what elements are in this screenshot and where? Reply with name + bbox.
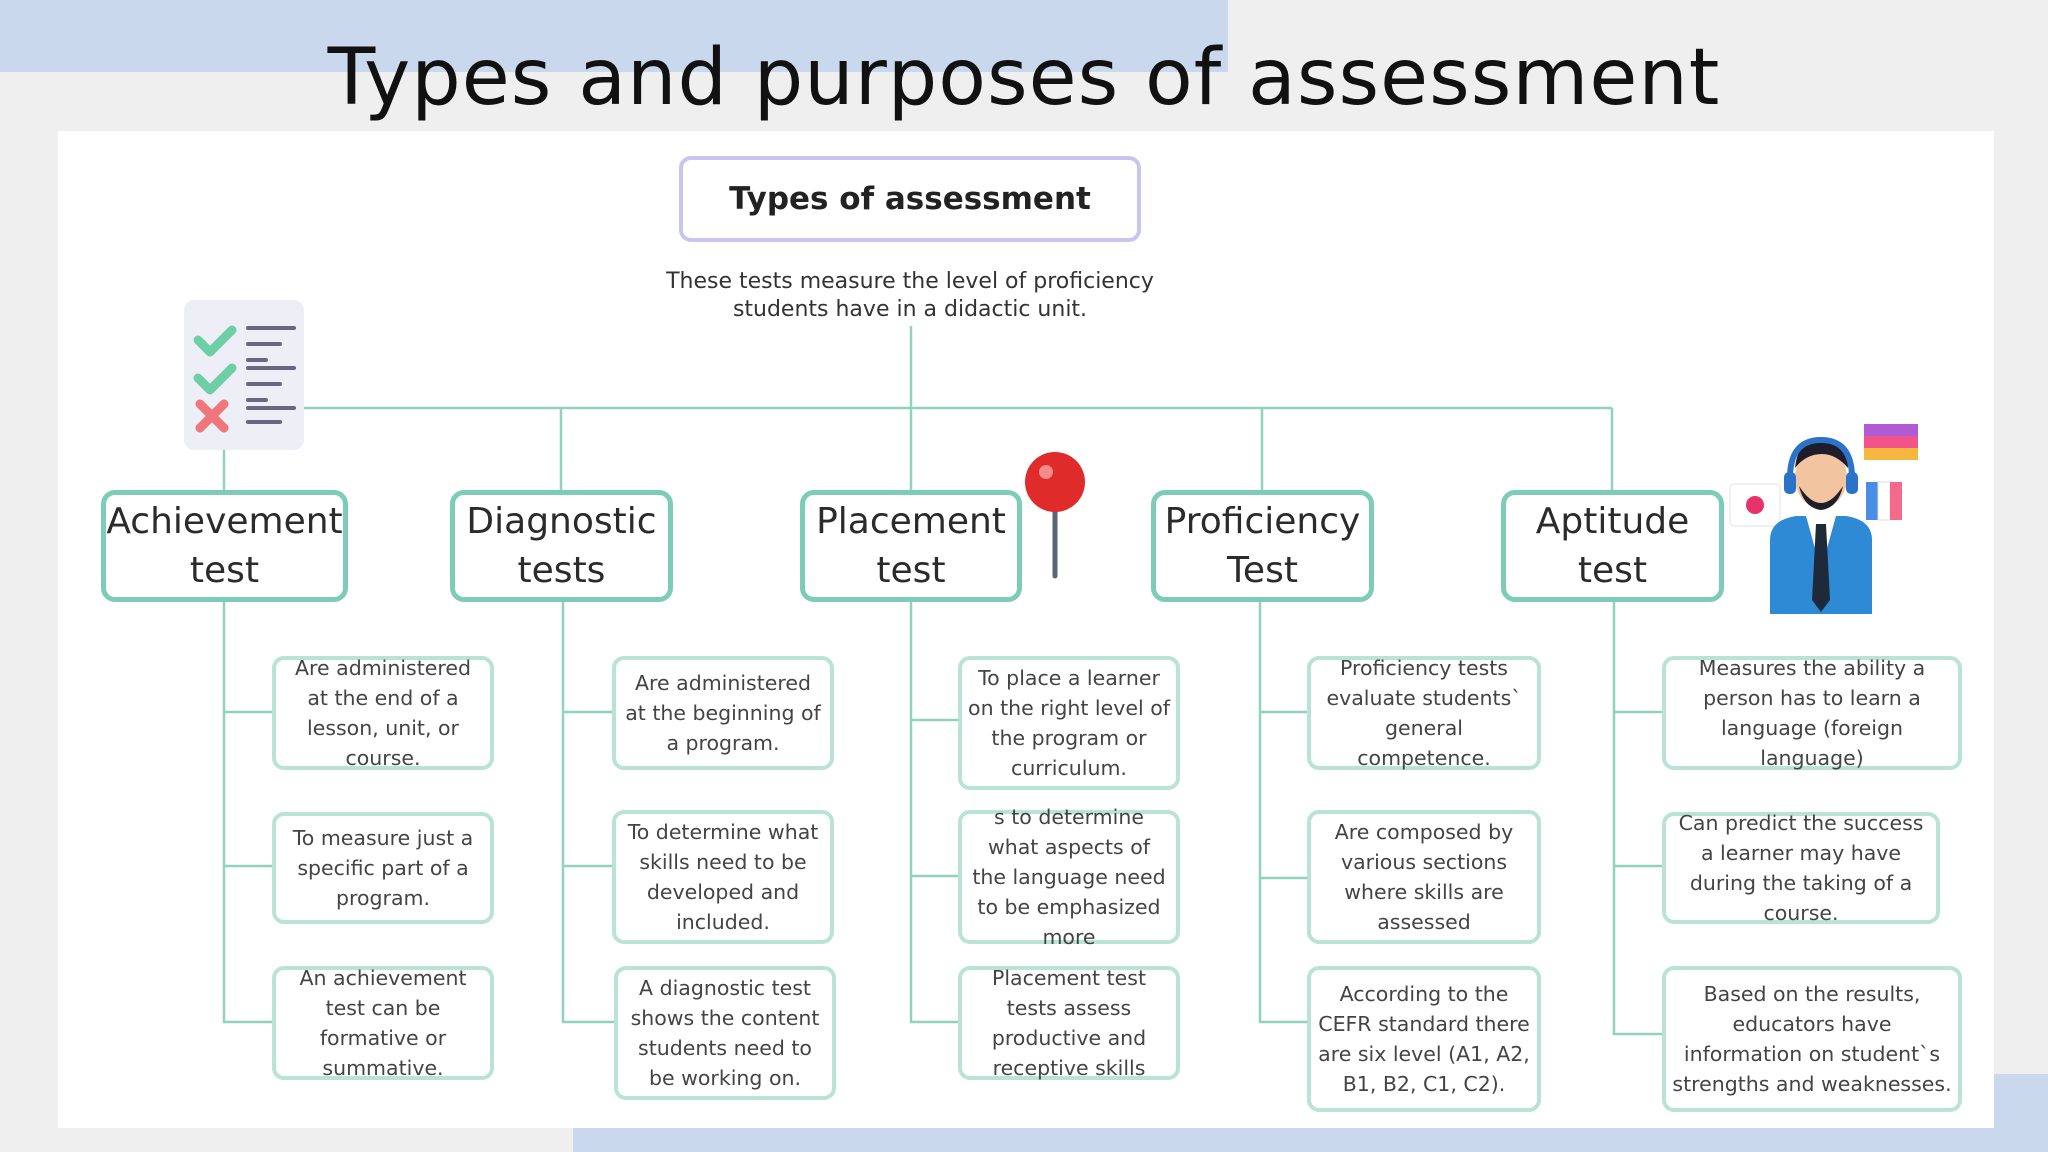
proficiency-item-2: Are composed by various sections where s…: [1307, 810, 1541, 944]
aptitude-item-1: Measures the ability a person has to lea…: [1662, 656, 1962, 770]
category-label-line-2: test: [1577, 550, 1648, 591]
root-label: Types of assessment: [729, 181, 1091, 217]
proficiency-item-3: According to the CEFR standard there are…: [1307, 966, 1541, 1112]
category-label-line-1: Placement: [816, 501, 1006, 542]
placement-item-2: s to determine what aspects of the langu…: [958, 805, 1180, 949]
checklist-icon: [184, 300, 304, 450]
aptitude-item-2: Can predict the success a learner may ha…: [1662, 811, 1940, 925]
root-description: These tests measure the level of profici…: [560, 268, 1260, 324]
page-title: Types and purposes of assessment: [327, 33, 1721, 123]
pushpin-icon: [1025, 452, 1085, 579]
root-description-line-2: students have in a didactic unit.: [732, 297, 1088, 322]
proficiency-item-1: Proficiency tests evaluate students` gen…: [1307, 656, 1541, 770]
diagnostic-item-1: Are administered at the beginning of a p…: [612, 656, 834, 770]
category-label-line-1: Aptitude: [1535, 501, 1690, 542]
bottom-right-accent-block: [1994, 1074, 2048, 1152]
branch-lines-3: [909, 602, 960, 1024]
category-label-line-1: Achievement: [106, 501, 343, 542]
achievement-item-2: To measure just a specific part of a pro…: [272, 812, 494, 924]
diagnostic-item-3: A diagnostic test shows the content stud…: [614, 966, 836, 1100]
diagnostic-item-2: To determine what skills need to be deve…: [612, 810, 834, 944]
category-achievement-test: Achievement test: [101, 490, 348, 602]
bottom-accent-block: [573, 1128, 2048, 1152]
branch-lines-4: [1258, 602, 1308, 1024]
category-label-line-2: test: [189, 550, 260, 591]
branch-lines-5: [1612, 602, 1664, 1036]
category-diagnostic-tests: Diagnostic tests: [450, 490, 673, 602]
category-aptitude-test: Aptitude test: [1501, 490, 1724, 602]
achievement-item-3: An achievement test can be formative or …: [272, 966, 494, 1080]
root-description-line-1: These tests measure the level of profici…: [666, 269, 1154, 294]
top-left-accent-block: [0, 0, 1228, 72]
category-label-line-2: Test: [1227, 550, 1298, 591]
placement-item-3: Placement test tests assess productive a…: [958, 966, 1180, 1080]
category-label-line-1: Proficiency: [1164, 501, 1361, 542]
aptitude-item-3: Based on the results, educators have inf…: [1662, 966, 1962, 1112]
category-label-line-2: test: [876, 550, 946, 591]
category-label-line-1: Diagnostic: [466, 501, 657, 542]
placement-item-1: To place a learner on the right level of…: [958, 656, 1180, 790]
category-placement-test: Placement test: [800, 490, 1022, 602]
branch-lines-1: [222, 602, 273, 1024]
diagram-panel: [58, 131, 1994, 1128]
root-node-types-of-assessment: Types of assessment: [679, 156, 1141, 242]
teacher-with-headset-icon: [1729, 424, 1918, 614]
branch-lines-2: [561, 602, 614, 1024]
achievement-item-1: Are administered at the end of a lesson,…: [272, 656, 494, 770]
category-label-line-2: tests: [517, 550, 606, 591]
